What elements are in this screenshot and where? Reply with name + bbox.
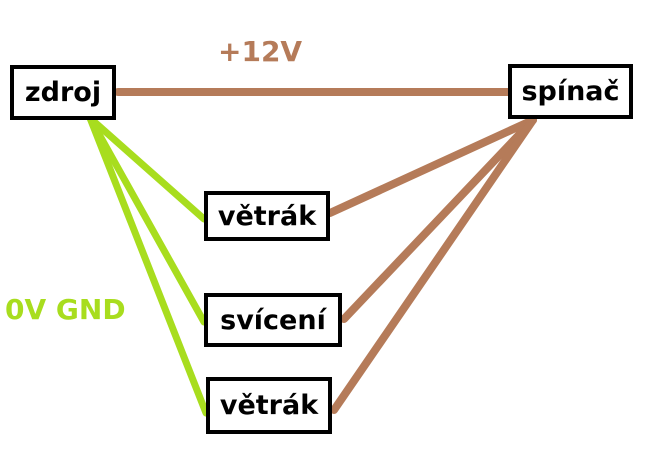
wire-12v-spinac-vetrak-top: [326, 116, 537, 217]
node-zdroj: zdroj: [10, 65, 116, 120]
wire-12v-spinac-sviceni: [340, 116, 537, 323]
wire-gnd-zdroj-vetrak-bottom: [86, 114, 210, 417]
wire-12v-spinac-vetrak-bottom: [330, 116, 537, 414]
node-sviceni: svícení: [204, 293, 342, 347]
node-vetrak-bottom-label: větrák: [219, 390, 319, 421]
label-12v: +12V: [218, 35, 303, 68]
node-sviceni-label: svícení: [220, 304, 326, 336]
node-zdroj-label: zdroj: [24, 77, 102, 108]
label-gnd: 0V GND: [5, 293, 126, 326]
wire-gnd-zdroj-sviceni: [86, 114, 208, 326]
node-vetrak-bottom: větrák: [206, 377, 332, 434]
wire-gnd-zdroj-vetrak-top: [86, 114, 208, 223]
node-spinac-label: spínač: [521, 76, 620, 107]
node-spinac: spínač: [508, 64, 633, 119]
node-vetrak-top-label: větrák: [217, 200, 317, 232]
node-vetrak-top: větrák: [204, 191, 330, 241]
